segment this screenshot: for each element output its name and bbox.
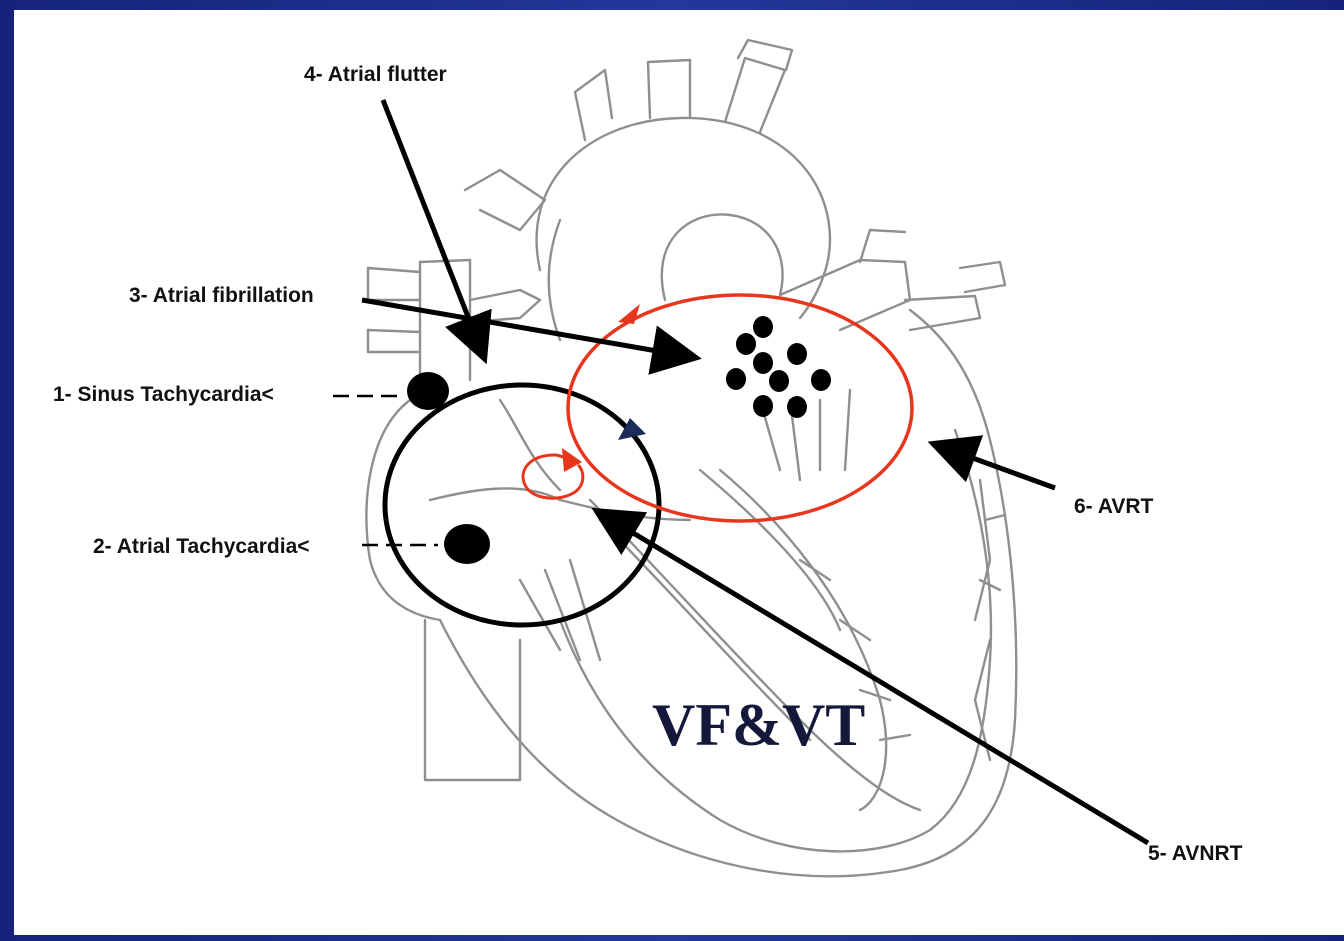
diagram-panel: [14, 10, 1344, 935]
avrt-arrow: [927, 435, 1056, 491]
label-vf-vt: VF&VT: [652, 692, 865, 758]
label-atrial-flutter: 4- Atrial flutter: [304, 63, 447, 86]
atrial-flutter-arrow: [380, 99, 492, 365]
heart-sketch: [365, 38, 1018, 878]
avnrt-arrow: [591, 507, 1150, 846]
label-sinus-tachycardia: 1- Sinus Tachycardia<: [53, 383, 274, 406]
atrial-fibrillation-arrow: [361, 297, 702, 375]
avnrt-direction-arrow-icon: [562, 448, 582, 472]
sinus-node-focus-icon: [407, 372, 449, 410]
label-avnrt: 5- AVNRT: [1148, 842, 1243, 865]
atrial-fibrillation-foci: [726, 316, 831, 418]
annotation-arrows: [361, 99, 1150, 846]
label-avrt: 6- AVRT: [1074, 495, 1154, 518]
label-atrial-fibrillation: 3- Atrial fibrillation: [129, 284, 314, 307]
avrt-circuit: [566, 293, 914, 523]
avrt-direction-arrow-icon: [618, 304, 640, 324]
atrial-flutter-circuit: [382, 382, 662, 628]
label-atrial-tachycardia: 2- Atrial Tachycardia<: [93, 535, 310, 558]
direction-marker-icon: [618, 418, 646, 440]
atrial-tachycardia-focus-icon: [444, 524, 490, 564]
